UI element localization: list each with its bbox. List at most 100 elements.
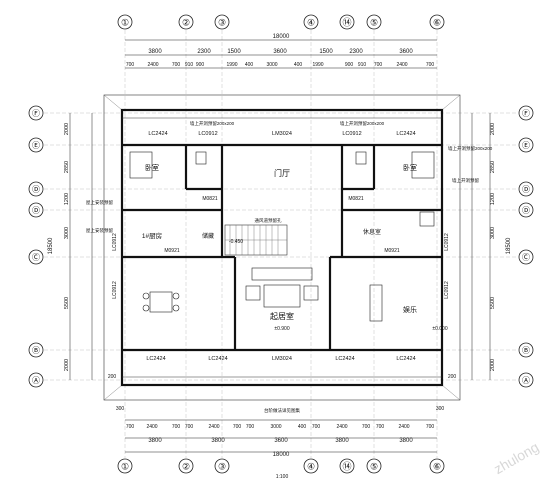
- window-tag-side: LC0912: [444, 233, 450, 251]
- axis-label: ③: [218, 18, 226, 28]
- axis-label: ⑥: [433, 18, 441, 28]
- roof-outline: [103, 94, 461, 401]
- drawing-scale: 1:100: [276, 474, 289, 480]
- dim-bottom-major: 3800: [335, 438, 349, 444]
- dim-top-major: 1500: [319, 49, 333, 55]
- dim-top-minor: 900: [196, 62, 205, 68]
- axis-label: ⑤: [370, 18, 378, 28]
- dim-left: 3000: [64, 227, 70, 239]
- dim-total-height-right: 18500: [506, 237, 512, 254]
- dim-right: 2000: [490, 123, 496, 135]
- bed-right: [411, 151, 435, 179]
- elevation-mark: -0.450: [229, 239, 243, 245]
- axis-label: Ⓓ: [522, 206, 530, 215]
- dim-bottom-minor: 2400: [146, 424, 157, 430]
- dim-bottom-minor: 2400: [398, 424, 409, 430]
- axis-label: ④: [307, 18, 315, 28]
- note: 屋上安装预留: [86, 227, 113, 234]
- bed-left: [129, 151, 153, 179]
- axis-label: Ⓒ: [32, 253, 40, 262]
- dim-bottom-major: 3600: [274, 438, 288, 444]
- dim-left: 2850: [64, 161, 70, 173]
- door-tag: M0921: [164, 248, 180, 254]
- dim-total-width-bottom: 18000: [273, 452, 290, 458]
- dim-left: 2000: [64, 123, 70, 135]
- dining-chair: [172, 292, 180, 300]
- dim-top-minor: 700: [172, 62, 181, 68]
- axis-label: Ⓐ: [32, 376, 40, 385]
- dim-left: 1200: [64, 193, 70, 205]
- dim-top-major: 2300: [197, 49, 211, 55]
- room-lounge: 休息室: [363, 228, 381, 236]
- armchair: [245, 285, 261, 301]
- room-storage: 储藏: [202, 232, 214, 240]
- corner-mark: 300: [436, 406, 445, 412]
- axis-label: Ⓓ: [32, 185, 40, 194]
- bottom-dimension-chain: 700 2400 700 700 2400 700 700 3000 400 7…: [116, 406, 445, 458]
- toilet-left: [195, 151, 207, 165]
- dim-bottom-major: 3800: [211, 438, 225, 444]
- coffee-table: [263, 284, 301, 308]
- dim-bottom-major: 3800: [148, 438, 162, 444]
- door-tag: M0821: [202, 196, 218, 202]
- room-living: 起居室: [270, 311, 294, 321]
- dim-bottom-minor: 700: [312, 424, 321, 430]
- dining-chair: [142, 292, 150, 300]
- room-bedroom-right: 卧室: [403, 163, 417, 172]
- side-table: [419, 211, 435, 227]
- dim-top-minor: 2400: [147, 62, 158, 68]
- axis-label: Ⓔ: [522, 141, 530, 150]
- axis-label: ②: [182, 18, 190, 28]
- dim-bottom-minor: 700: [362, 424, 371, 430]
- axis-label: Ⓕ: [32, 109, 40, 118]
- note: 通风道预留孔: [255, 217, 282, 224]
- watermark: zhulong: [491, 439, 541, 477]
- dim-top-minor: 400: [294, 62, 303, 68]
- dim-top-minor: 910: [358, 62, 367, 68]
- window-tag: LC2424: [208, 356, 227, 362]
- dining-table: [149, 291, 173, 313]
- door-tag: M0921: [384, 248, 400, 254]
- dining-chair: [172, 304, 180, 312]
- note: 台阶做法详见图集: [264, 407, 300, 414]
- right-dimension-chain: 2000 2850 1200 3000 5500 2000 18500: [471, 113, 512, 380]
- dim-top-minor: 700: [374, 62, 383, 68]
- dim-bottom-major: 3800: [399, 438, 413, 444]
- furniture: [129, 151, 435, 322]
- dim-bottom-minor: 3000: [270, 424, 281, 430]
- axis-bubbles-left: Ⓕ Ⓔ Ⓓ Ⓓ Ⓒ Ⓑ Ⓐ: [28, 105, 44, 388]
- axis-label: Ⓓ: [32, 206, 40, 215]
- dim-top-major: 3600: [399, 49, 413, 55]
- note: 屋上安装预留: [86, 199, 113, 206]
- dim-right: 2000: [490, 359, 496, 371]
- dim-total-height-left: 18500: [48, 237, 54, 254]
- building-walls: [120, 108, 444, 387]
- room-bedroom-left: 卧室: [145, 163, 159, 172]
- dim-total-width: 18000: [273, 34, 290, 40]
- elevation-mark: ±0.900: [274, 326, 289, 332]
- dim-bottom-minor: 700: [426, 424, 435, 430]
- armchair: [303, 285, 319, 301]
- corner-mark: 300: [116, 406, 125, 412]
- window-tag: LC2424: [396, 131, 415, 137]
- room-kitchen-left: 1#厨房: [142, 231, 162, 240]
- dim-bottom-minor: 700: [233, 424, 242, 430]
- stair-flight: [224, 224, 288, 256]
- dim-top-minor: 1990: [312, 62, 323, 68]
- axis-label: ③: [218, 462, 226, 472]
- dim-top-major: 3600: [273, 49, 287, 55]
- side-value: 200: [108, 374, 117, 380]
- window-tag-side: LC0912: [112, 233, 118, 251]
- note: 墙上开洞预留: [452, 177, 479, 184]
- window-tag: LC0912: [342, 131, 361, 137]
- dim-right: 1200: [490, 193, 496, 205]
- axis-label: Ⓕ: [522, 109, 530, 118]
- window-tag: LC0912: [198, 131, 217, 137]
- note: 墙上开洞预留200x200: [340, 120, 385, 127]
- window-tag: LC2424: [148, 131, 167, 137]
- dim-top-minor: 3000: [266, 62, 277, 68]
- window-tag: LC2424: [335, 356, 354, 362]
- window-tag: LM3024: [272, 131, 292, 137]
- dim-bottom-minor: 700: [246, 424, 255, 430]
- room-labels: 卧室 卧室 门厅 1#厨房 储藏 休息室 起居室 娱乐: [142, 163, 417, 321]
